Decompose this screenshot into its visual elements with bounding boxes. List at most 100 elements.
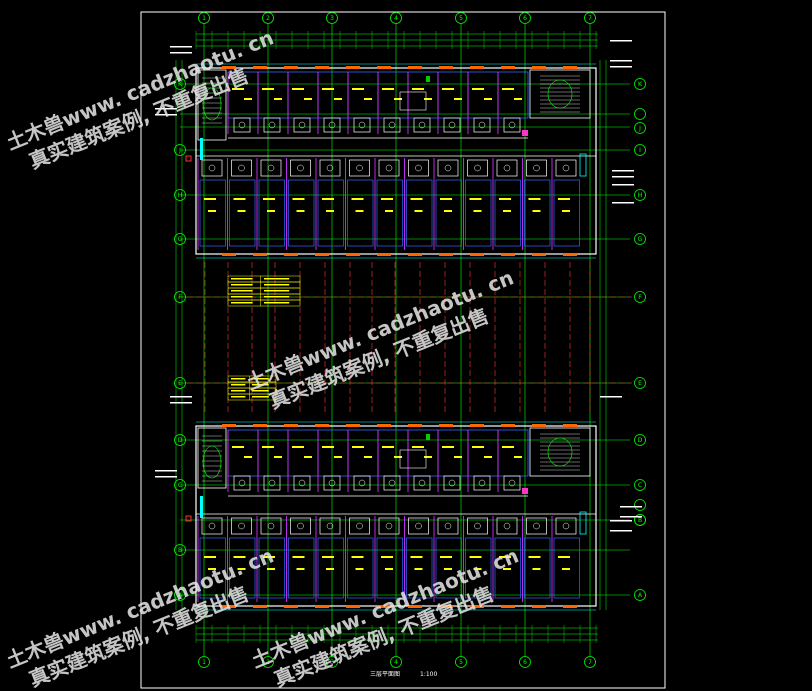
toilet [268, 121, 276, 129]
axis-label: H [178, 192, 183, 199]
room [465, 179, 492, 247]
toilet [385, 164, 393, 172]
room [199, 179, 226, 247]
toilet [448, 479, 456, 487]
room-label [244, 456, 252, 458]
axis-circle [634, 291, 646, 303]
bathroom [290, 517, 311, 535]
axis-label: A [638, 592, 643, 599]
legend-row [227, 393, 277, 401]
room-label [382, 88, 394, 90]
window-mark [284, 424, 298, 427]
axis-label: 5 [459, 15, 463, 22]
axis-circle [174, 544, 186, 556]
room-label [263, 556, 275, 558]
legend-tables [155, 40, 642, 532]
service-room [399, 91, 427, 111]
room-label [528, 198, 541, 200]
axis-label: B [178, 547, 182, 554]
axis-label: G [178, 236, 183, 243]
axis-bubble-right: H [634, 189, 646, 201]
axis-circle [455, 656, 467, 668]
axis-bubble-left: B [174, 544, 186, 556]
toilet [562, 522, 570, 530]
room-label [514, 98, 522, 100]
marker [522, 130, 528, 136]
room-label [233, 556, 246, 558]
window-mark [315, 605, 329, 608]
axis-bubble-left: K [174, 78, 186, 90]
annotation [612, 184, 634, 186]
room-label [326, 210, 334, 212]
axis-circle [634, 514, 646, 526]
toilet [356, 164, 363, 172]
bathroom [383, 475, 401, 491]
room-label [322, 556, 334, 558]
room-label [304, 456, 312, 458]
room-label [562, 568, 570, 570]
room-label [326, 568, 334, 570]
axis-bubble-left: F [174, 291, 186, 303]
room-label [292, 446, 304, 448]
room-label [381, 198, 393, 200]
bathroom [323, 475, 341, 491]
window-mark [222, 253, 236, 256]
annotation [610, 66, 632, 68]
room [494, 537, 521, 599]
room-label [424, 98, 432, 100]
room-label [532, 210, 541, 212]
annotation [610, 520, 632, 522]
toilet [508, 479, 516, 487]
room-label [204, 198, 216, 200]
toilet [326, 164, 334, 172]
legend-text [264, 284, 290, 286]
window-mark [377, 253, 391, 256]
axis-label: I [639, 147, 641, 154]
axis-bubble-bottom: 6 [519, 656, 531, 668]
legend-text [264, 278, 290, 280]
axis-circle [326, 12, 338, 24]
axis-bubble-right: G [634, 233, 646, 245]
room-label [440, 556, 452, 558]
annotation [610, 40, 632, 42]
bathroom [260, 159, 282, 177]
toilet [444, 164, 452, 172]
window-mark [253, 424, 267, 427]
window-mark [563, 605, 577, 608]
room-label [232, 88, 244, 90]
axis-label: 4 [394, 659, 398, 666]
bathroom [201, 159, 223, 177]
axis-label: 3 [330, 659, 334, 666]
axis-circle [634, 122, 646, 134]
axis-circle [174, 479, 186, 491]
window-mark [408, 605, 422, 608]
room [317, 179, 344, 247]
axis-label: E [178, 380, 182, 387]
room-label [274, 456, 282, 458]
toilet [562, 164, 570, 172]
room-label [385, 568, 393, 570]
annotation [170, 396, 192, 398]
room-label [385, 210, 393, 212]
room-label [233, 198, 246, 200]
bathroom [263, 117, 281, 133]
window-mark [501, 66, 515, 69]
room-label [503, 210, 511, 212]
axis-bubble-bottom: 1 [198, 656, 210, 668]
axis-circle [519, 656, 531, 668]
window-mark [470, 66, 484, 69]
legend-text [252, 396, 269, 398]
legend-text [231, 384, 246, 386]
axis-label: K [178, 81, 183, 88]
axis-label: 4 [394, 15, 398, 22]
annotation [155, 470, 177, 472]
room-label [412, 88, 424, 90]
toilet [478, 479, 486, 487]
stair-right [529, 427, 591, 477]
axis-circle [584, 656, 596, 668]
axis-circle [634, 78, 646, 90]
axis-circle [634, 499, 646, 511]
bathroom [293, 475, 311, 491]
room-label [208, 568, 216, 570]
